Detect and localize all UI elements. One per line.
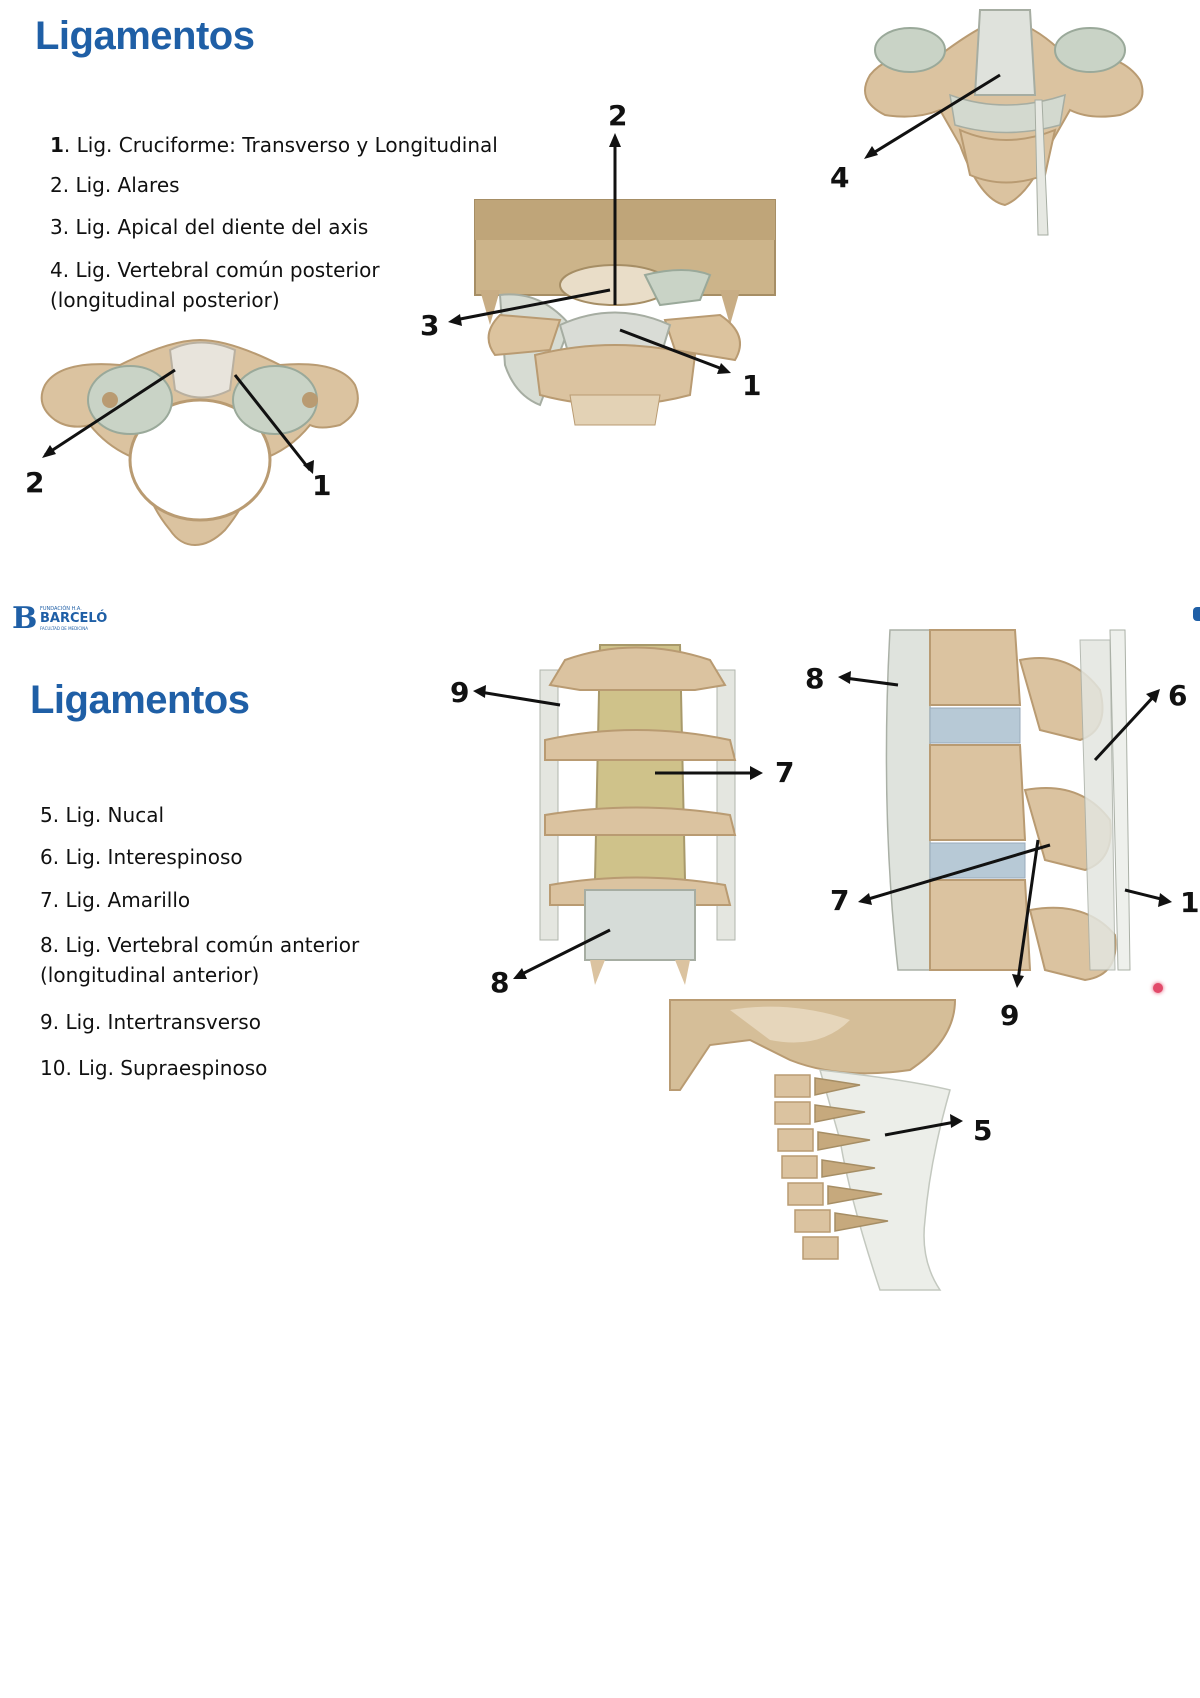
occipital-label-2: 2 [608, 99, 627, 132]
list-item: 3. Lig. Apical del diente del axis [50, 215, 369, 239]
svg-text:B: B [12, 601, 37, 634]
neck-label-5: 5 [973, 1114, 992, 1147]
slide1-title: Ligamentos [35, 14, 255, 58]
svg-text:FACULTAD DE MEDICINA: FACULTAD DE MEDICINA [40, 626, 88, 631]
slide1-ligament-list: 1. Lig. Cruciforme: Transverso y Longitu… [50, 130, 510, 320]
list-item: 2. Lig. Alares [50, 173, 180, 197]
spine-front-label-7: 7 [775, 756, 794, 789]
list-item: (longitudinal anterior) [40, 963, 260, 987]
list-item: 6. Lig. Interespinoso [40, 845, 243, 869]
laser-pointer-dot [1153, 983, 1163, 993]
list-item: 1. Lig. Cruciforme: Transverso y Longitu… [50, 133, 498, 157]
barcelo-logo: B FUNDACIÓN H.A. BARCELÓ FACULTAD DE MED… [12, 600, 122, 636]
atlas-axis-label-4: 4 [830, 161, 849, 194]
neck-figure: 5 [669, 999, 1010, 1300]
list-item: 7. Lig. Amarillo [40, 888, 191, 912]
spine-side-label-8: 8 [805, 662, 824, 695]
spine-front-label-8: 8 [490, 966, 509, 999]
spine-side-label-9: 9 [1000, 999, 1019, 1032]
atlas-figure: 2 1 [20, 330, 380, 560]
list-item: 4. Lig. Vertebral común posterior [50, 258, 380, 282]
occipital-figure: 2 3 1 [420, 95, 810, 426]
atlas-label-2: 2 [25, 466, 44, 499]
slide2-title: Ligamentos [30, 678, 250, 722]
spine-side-figure: 8 6 7 1 9 [780, 629, 1200, 1035]
list-item: 8. Lig. Vertebral común anterior [40, 933, 360, 957]
slide2-ligament-list: 5. Lig. Nucal 6. Lig. Interespinoso 7. L… [40, 800, 440, 1090]
occipital-label-1: 1 [742, 369, 761, 402]
atlas-label-1: 1 [312, 469, 331, 502]
svg-text:BARCELÓ: BARCELÓ [40, 610, 107, 626]
spine-front-figure: 9 7 8 [445, 630, 815, 1000]
list-item: 9. Lig. Intertransverso [40, 1010, 261, 1034]
spine-side-label-1: 1 [1180, 886, 1199, 919]
spine-front-label-9: 9 [450, 676, 469, 709]
svg-text:FUNDACIÓN H.A.: FUNDACIÓN H.A. [40, 605, 82, 612]
spine-side-label-7: 7 [830, 884, 849, 917]
list-item: 10. Lig. Supraespinoso [40, 1056, 268, 1080]
atlas-axis-figure: 4 [830, 5, 1175, 250]
occipital-label-3: 3 [420, 309, 439, 342]
edge-marker [1193, 607, 1200, 621]
list-item: 5. Lig. Nucal [40, 803, 165, 827]
list-item: (longitudinal posterior) [50, 288, 280, 312]
spine-side-label-6: 6 [1168, 679, 1187, 712]
